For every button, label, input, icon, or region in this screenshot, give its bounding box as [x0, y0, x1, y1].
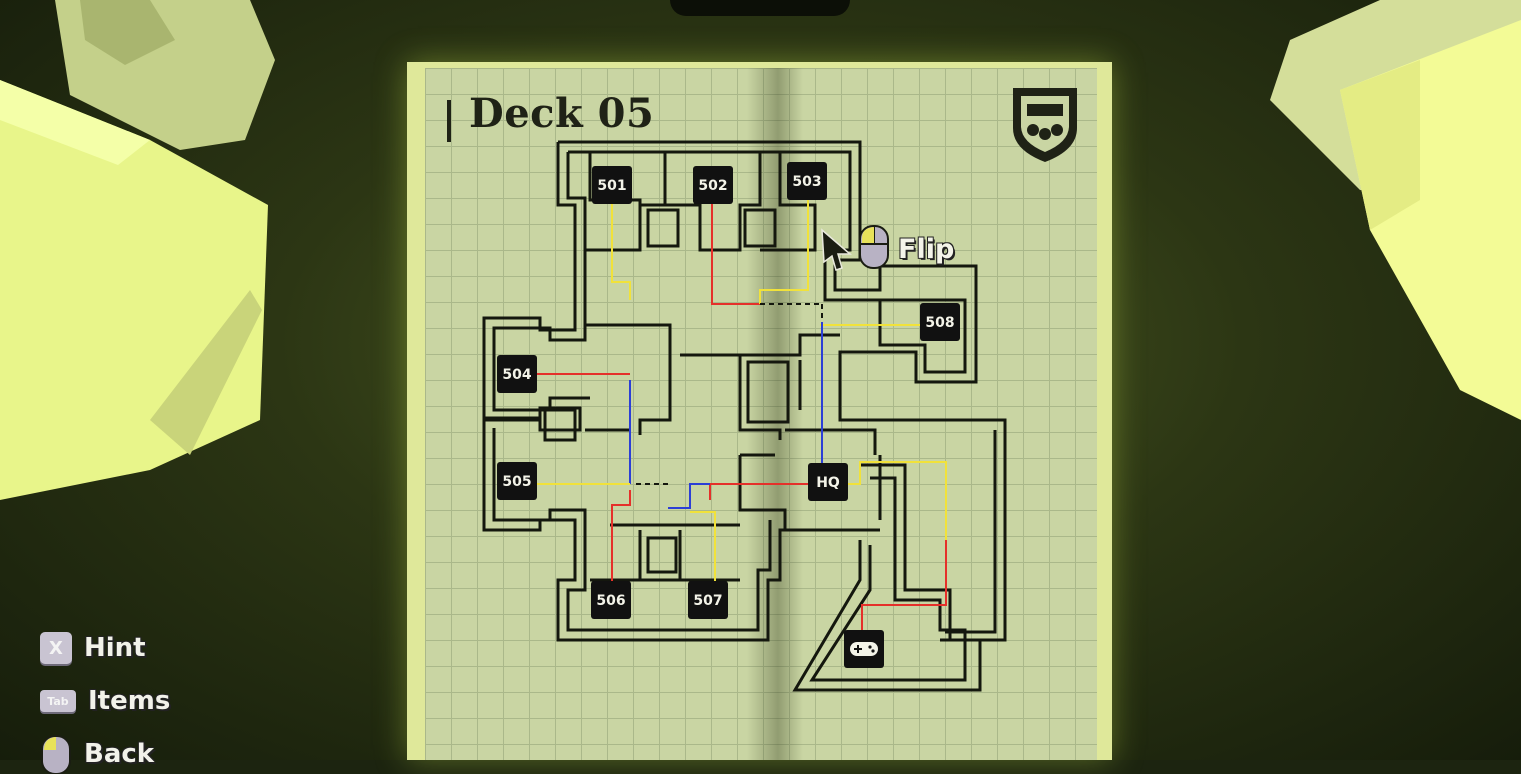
back-control[interactable]: Back	[40, 734, 154, 774]
room-508[interactable]: 508	[920, 303, 960, 341]
room-label: 508	[925, 315, 954, 331]
wire-yellow	[611, 200, 631, 300]
room-label: 505	[502, 474, 531, 490]
cursor-arrow-icon	[821, 225, 889, 271]
items-control[interactable]: Tab Items	[40, 686, 170, 716]
flip-control[interactable]: Flip	[820, 224, 954, 274]
room-label: 504	[502, 367, 531, 383]
room-504[interactable]: 504	[497, 355, 537, 393]
room-505[interactable]: 505	[497, 462, 537, 500]
wire-yellow	[690, 511, 716, 585]
room-hq[interactable]: HQ	[808, 463, 848, 501]
room-label: 501	[597, 178, 626, 194]
room-507[interactable]: 507	[688, 581, 728, 619]
room-503[interactable]: 503	[787, 162, 827, 200]
hint-control[interactable]: X Hint	[40, 632, 146, 664]
back-label: Back	[84, 739, 155, 769]
tab-key-icon: Tab	[40, 690, 76, 712]
room-502[interactable]: 502	[693, 166, 733, 204]
wire-red	[611, 490, 631, 585]
map-walls	[482, 140, 1007, 692]
items-label: Items	[88, 686, 171, 716]
mouse-icon	[41, 735, 71, 774]
room-501[interactable]: 501	[592, 166, 632, 204]
wire-yellow	[759, 200, 809, 304]
wire-yellow	[848, 461, 947, 540]
deck-title: Deck 05	[469, 90, 655, 137]
x-key-icon: X	[40, 632, 72, 664]
room-label: 506	[596, 593, 625, 609]
room-label: 503	[792, 174, 821, 190]
room-label: 507	[693, 593, 722, 609]
flip-label: Flip	[898, 233, 955, 265]
top-notch	[670, 0, 850, 16]
wire-red	[711, 200, 760, 305]
wire-blue	[668, 483, 710, 509]
room-506[interactable]: 506	[591, 581, 631, 619]
mouse-icon	[859, 225, 889, 269]
wire-red	[861, 540, 947, 640]
crest-icon	[1013, 88, 1077, 162]
room-label: HQ	[816, 475, 840, 491]
title-bar-decoration	[447, 100, 451, 142]
room-label: 502	[698, 178, 727, 194]
hint-label: Hint	[84, 633, 146, 663]
gamepad-icon[interactable]	[844, 630, 884, 668]
